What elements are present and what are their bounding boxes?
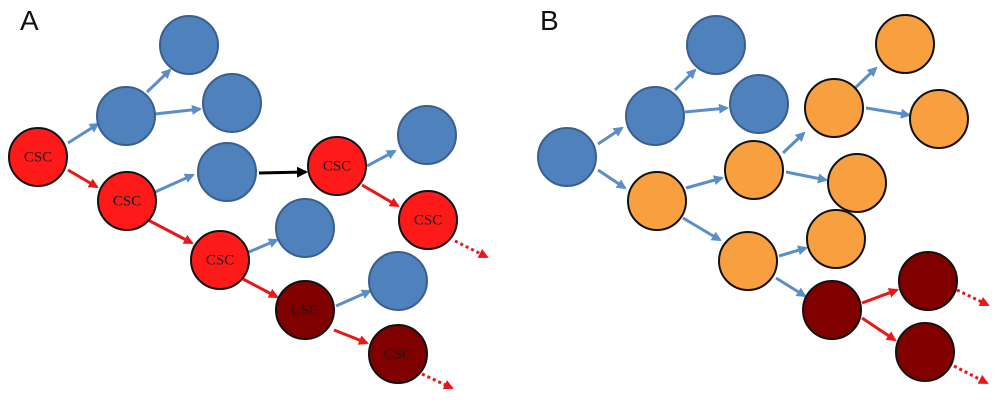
- b1-blue-cell: [537, 127, 597, 187]
- arrow-a11-continue: [421, 372, 454, 390]
- arrow-b5-b6: [685, 175, 724, 190]
- a14-csc-cell: [398, 190, 458, 250]
- a1-csc-cell: [8, 127, 68, 187]
- arrow-b6-b8: [781, 131, 806, 155]
- b5-orange-cell: [627, 171, 687, 231]
- panel-a: CSC CSC CSC CSC CSC CSC CSC: [8, 15, 489, 390]
- arrow-a9-a10: [335, 289, 372, 308]
- arrow-b8-b11: [852, 66, 878, 91]
- b12-orange-cell: [909, 89, 969, 149]
- a10-blue-cell: [368, 251, 428, 311]
- a9-csc-label: CSC: [291, 302, 319, 318]
- a12-csc-cell: [307, 136, 367, 196]
- b15-dark-cell: [895, 322, 955, 382]
- arrow-a7-a9: [242, 277, 279, 299]
- arrow-b14-continue: [956, 288, 990, 307]
- arrow-b15-continue: [953, 364, 989, 385]
- a11-dark-cell: [368, 324, 428, 384]
- a12-csc-label: CSC: [323, 158, 351, 174]
- arrow-a3-a5: [154, 104, 202, 116]
- panel-b-arrows: [597, 66, 990, 385]
- arrow-b5-b7: [682, 216, 722, 242]
- arrow-a1-a3: [67, 122, 100, 145]
- arrow-b6-b9: [785, 170, 828, 184]
- arrow-b2-b4: [684, 103, 729, 114]
- arrow-b8-b12: [865, 106, 911, 119]
- b11-orange-cell: [875, 14, 935, 74]
- panel-b: [537, 14, 990, 385]
- arrow-a14-continue: [454, 239, 489, 259]
- arrow-a1-a2: [67, 168, 99, 189]
- b7-orange-cell: [718, 231, 778, 291]
- arrow-a7-a8: [248, 238, 279, 254]
- a14-csc-label: CSC: [414, 212, 442, 228]
- arrow-b1-b2: [597, 126, 624, 146]
- arrow-a3-a4: [145, 68, 172, 94]
- a1-csc-label: CSC: [24, 149, 52, 165]
- a7-csc-label: CSC: [206, 252, 234, 268]
- panel-b-nodes: [537, 14, 969, 382]
- a2-csc-cell: [97, 171, 157, 231]
- b4-blue-cell: [729, 74, 789, 134]
- b6-orange-cell: [724, 140, 784, 200]
- a4-blue-cell: [159, 15, 219, 75]
- a2-csc-label: CSC: [113, 193, 141, 209]
- panel-a-label: A: [20, 5, 39, 36]
- arrow-b7-b13: [775, 276, 807, 298]
- arrow-b13-b14: [861, 288, 899, 305]
- b10-orange-cell: [806, 209, 866, 269]
- a6-blue-cell: [197, 142, 257, 202]
- arrow-a9-a11: [333, 328, 369, 345]
- b2-blue-cell: [625, 86, 685, 146]
- panel-a-nodes: CSC CSC CSC CSC CSC CSC CSC: [8, 15, 458, 384]
- arrow-a6-a12: [258, 166, 308, 178]
- a7-csc-cell: [190, 230, 250, 290]
- arrow-a2-a7: [147, 218, 194, 245]
- b8-orange-cell: [804, 78, 864, 138]
- b14-dark-cell: [898, 251, 958, 311]
- arrow-b1-b5: [597, 168, 627, 190]
- panel-a-arrows: [67, 68, 489, 390]
- a3-blue-cell: [96, 86, 156, 146]
- b9-orange-cell: [827, 153, 887, 213]
- arrow-b13-b15: [861, 316, 897, 342]
- panel-b-label: B: [540, 5, 559, 36]
- arrow-a12-a13: [366, 149, 397, 168]
- a11-csc-label: CSC: [384, 346, 412, 362]
- arrow-a2-a6: [154, 173, 195, 194]
- b3-blue-cell: [686, 15, 746, 75]
- a8-blue-cell: [275, 198, 335, 258]
- arrow-a12-a14: [361, 183, 400, 208]
- a9-dark-cell: [275, 280, 335, 340]
- arrow-b7-b10: [778, 245, 808, 258]
- a5-blue-cell: [202, 73, 262, 133]
- a13-blue-cell: [397, 105, 457, 165]
- b13-dark-cell: [802, 280, 862, 340]
- arrow-b2-b3: [673, 68, 697, 92]
